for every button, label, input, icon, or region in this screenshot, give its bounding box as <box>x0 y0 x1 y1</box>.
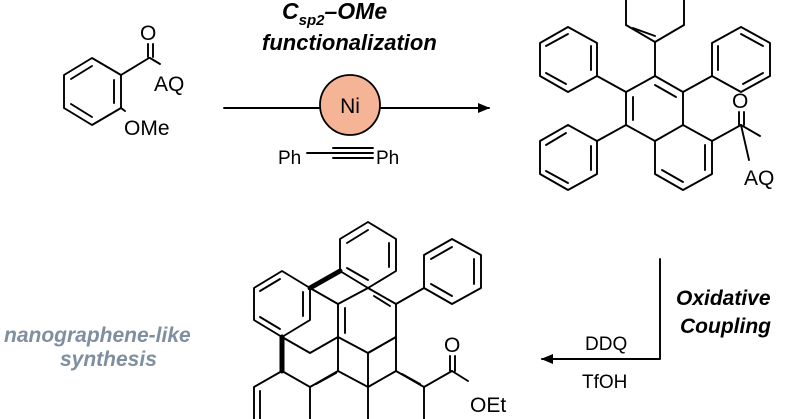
alkyne-ph-right: Ph <box>376 148 399 169</box>
caption: nanographene-like synthesis <box>4 324 191 371</box>
bold-bond-top <box>307 268 343 291</box>
phenyl-right <box>682 26 771 93</box>
starting-material: O AQ OMe <box>63 22 184 140</box>
benzene-ring-start <box>63 57 122 126</box>
catalyst-ni-label: Ni <box>340 95 360 118</box>
step1: Csp2–OMe functionalization Ni Ph Ph <box>223 0 490 169</box>
bond-ester-oet <box>451 370 469 382</box>
ring-center-right <box>337 287 397 354</box>
label-oet: OEt <box>470 394 506 417</box>
alkyne-ph-left: Ph <box>278 148 301 169</box>
ring-center-upper <box>281 287 369 354</box>
caption-line1: nanographene-like <box>4 324 191 347</box>
step2: DDQ TfOH Oxidative Coupling <box>541 258 771 393</box>
label-aq-product1: AQ <box>744 167 774 190</box>
atom-oxygen-p1: O <box>732 90 748 113</box>
bond-ring-carbonyl <box>120 57 150 76</box>
step2-title-line2: Coupling <box>680 315 771 338</box>
ring-lower-right <box>367 336 425 419</box>
triple-bond <box>306 147 374 159</box>
step1-title-line2: functionalization <box>262 30 437 55</box>
product1: O AQ <box>539 0 774 191</box>
product2: O OEt <box>253 221 506 419</box>
bond-carbonyl-aq-p1 <box>740 124 761 137</box>
reagent-ddq: DDQ <box>585 334 627 355</box>
reaction-arrow-step2 <box>541 258 661 364</box>
caption-line2: synthesis <box>60 348 157 371</box>
label-ome: OMe <box>124 117 170 140</box>
phenyl-left-upper <box>539 26 627 93</box>
naphthalene-core <box>625 75 713 191</box>
phenyl-left-lower <box>539 124 627 191</box>
bond-ring-ome <box>120 107 126 112</box>
bond-naph-carbonyl <box>711 124 742 142</box>
bond-carbonyl-double <box>147 43 154 58</box>
nickel-catalyst-circle <box>319 74 381 136</box>
phenyl-p2 <box>395 238 482 305</box>
phenyl-top <box>625 0 685 77</box>
atom-oxygen-p2: O <box>444 334 460 357</box>
bond-carbonyl-aq <box>149 57 161 65</box>
step1-title: Csp2–OMe <box>282 0 387 29</box>
step2-title-line1: Oxidative <box>676 287 771 310</box>
bond-carbonyl-double-p1 <box>738 111 745 126</box>
ring-top <box>339 221 397 289</box>
bond-ester-double <box>449 355 456 372</box>
label-aq-start: AQ <box>154 73 184 96</box>
atom-oxygen-ketone: O <box>140 22 156 45</box>
ring-upper-left <box>253 270 311 338</box>
bond-ester <box>423 370 453 388</box>
ring-lower-left <box>253 370 311 419</box>
reagent-tfoh: TfOH <box>582 372 627 393</box>
